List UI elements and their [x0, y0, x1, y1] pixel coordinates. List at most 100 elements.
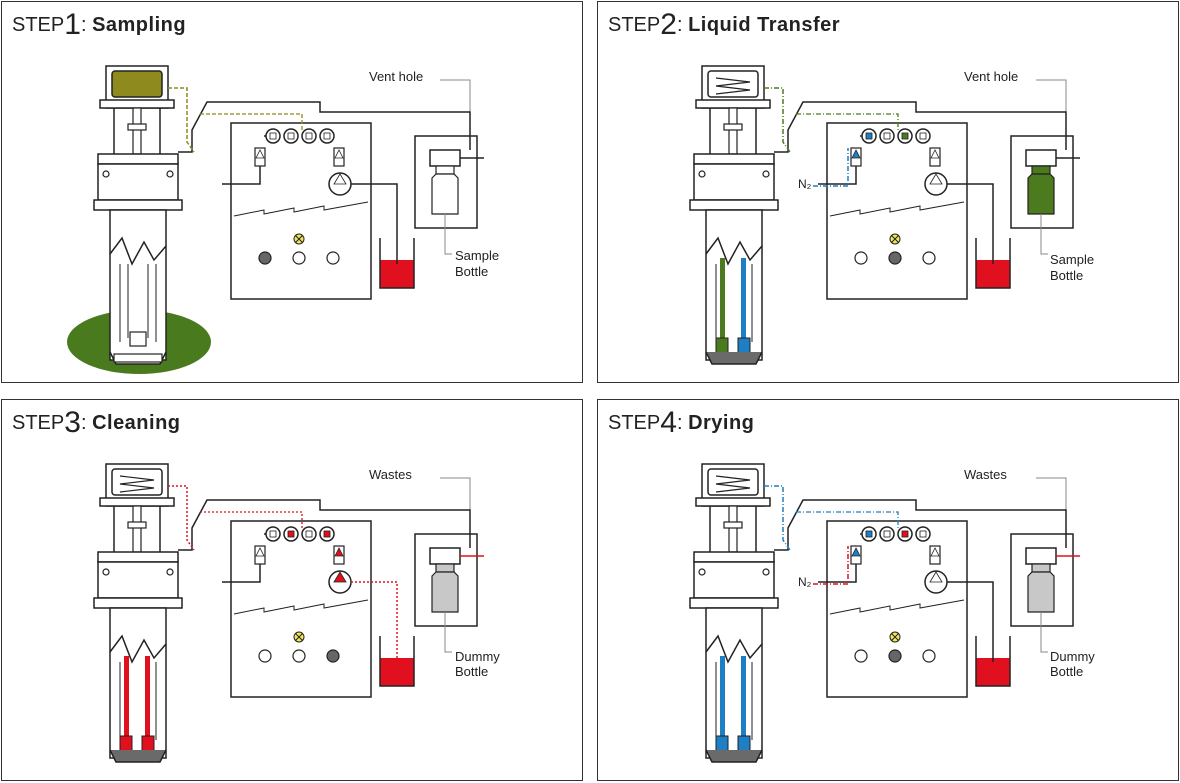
box-split-line — [829, 599, 965, 615]
control-box — [230, 122, 372, 300]
step-number: 3 — [64, 406, 81, 439]
vent-hole-label: Vent hole — [964, 69, 1018, 84]
bottle-cap — [429, 149, 461, 167]
tube-tip — [705, 351, 763, 365]
indicator-led — [922, 251, 936, 265]
cylinder-flange — [99, 497, 175, 507]
body-bottom-plate — [93, 199, 183, 211]
waste-beaker — [947, 183, 1011, 289]
valve-mark — [323, 132, 331, 140]
control-box — [826, 520, 968, 698]
drain-pipe — [947, 183, 994, 264]
valve-mark — [865, 132, 873, 140]
body-top-plate — [693, 551, 775, 563]
step-separator: : — [676, 14, 683, 36]
piston-nut — [723, 521, 743, 529]
step-2-diagram: Vent hole Sample Bottle N₂ — [689, 65, 1094, 365]
pump-triangle — [333, 571, 347, 583]
beaker-outline — [379, 238, 415, 289]
piston-nut — [127, 521, 147, 529]
step-3-title: STEP3: Cleaning — [12, 406, 181, 440]
step-2-panel: STEP2: Liquid Transfer Vent hole Sample … — [597, 1, 1179, 383]
wastes-label: Wastes — [369, 467, 412, 482]
valve-mark — [883, 132, 891, 140]
indicator-led — [326, 649, 340, 663]
arrow-up-icon — [851, 149, 861, 159]
waste-beaker — [351, 183, 415, 289]
waste-liquid — [380, 260, 414, 288]
body-top-plate — [97, 551, 179, 563]
bolt-icon — [698, 170, 706, 178]
pipe-colored-b — [813, 546, 849, 585]
wastes-label: Wastes — [964, 467, 1007, 482]
pipe-colored-c — [796, 113, 899, 130]
lamp-cross — [295, 633, 303, 641]
body-bottom-plate — [93, 597, 183, 609]
spring-coil — [715, 77, 751, 95]
cylinder-flange — [99, 99, 175, 109]
arrow-up-icon — [334, 149, 344, 159]
body-block — [693, 163, 775, 201]
indicator-led — [258, 649, 272, 663]
sample-cup-a — [715, 337, 729, 355]
cylinder-chamber — [111, 70, 163, 98]
step-4-panel: STEP4: Drying Wastes Dummy Bottle N₂ — [597, 399, 1179, 781]
step-3-diagram: Wastes Dummy Bottle — [93, 463, 500, 763]
valve-mark — [901, 132, 909, 140]
pump-triangle — [929, 173, 943, 185]
waste-beaker — [947, 581, 1011, 687]
pipe-lines — [764, 87, 1067, 187]
n2-label: N₂ — [798, 575, 812, 589]
piston-nut — [127, 123, 147, 131]
waste-liquid — [976, 260, 1010, 288]
piston-rod — [132, 107, 142, 155]
sampling-tube — [109, 607, 167, 759]
valve-mark — [883, 530, 891, 538]
bottle-label-line1: Sample — [455, 248, 499, 263]
valve-mark — [269, 530, 277, 538]
valve-mark — [305, 530, 313, 538]
pipe-colored-c — [200, 113, 303, 130]
waste-beaker — [351, 581, 415, 687]
pump-triangle — [333, 173, 347, 185]
bottle-neck — [1031, 563, 1051, 573]
step-4-title: STEP4: Drying — [608, 406, 754, 440]
sampling-tube — [705, 209, 763, 361]
indicator-led — [888, 649, 902, 663]
indicator-led — [326, 251, 340, 265]
inner-line-b — [741, 258, 746, 344]
step-2-title: STEP2: Liquid Transfer — [608, 8, 840, 42]
pipe-colored-a — [764, 87, 791, 153]
box-split-line — [233, 201, 369, 217]
cylinder-flange — [695, 497, 771, 507]
break-line — [705, 236, 763, 266]
valve-mark — [919, 132, 927, 140]
bottle-box — [1010, 79, 1080, 255]
bolt-icon — [762, 568, 770, 576]
bottle-cap — [1025, 547, 1057, 565]
drain-pipe — [351, 183, 398, 264]
indicator-led — [922, 649, 936, 663]
step-number: 1 — [64, 8, 81, 41]
body-top-plate — [693, 153, 775, 165]
bottle-box — [414, 79, 484, 255]
piston-rod — [728, 505, 738, 553]
step-number: 4 — [660, 406, 677, 439]
tube-tip — [705, 749, 763, 763]
label-leader-bottom — [444, 214, 452, 255]
step-3-panel: STEP3: Cleaning Wastes Dummy Bottle — [1, 399, 583, 781]
body-top-plate — [97, 153, 179, 165]
bottle-neck — [435, 563, 455, 573]
waste-liquid — [976, 658, 1010, 686]
valve-mark — [269, 132, 277, 140]
bolt-icon — [166, 170, 174, 178]
pipe-lines — [168, 87, 471, 185]
break-line — [705, 634, 763, 664]
indicator-led — [292, 649, 306, 663]
pipe-lines — [764, 485, 1067, 585]
bottle-label-line2: Bottle — [1050, 664, 1083, 679]
body-block — [97, 561, 179, 599]
piston-rod — [728, 107, 738, 155]
step-separator: : — [80, 412, 87, 434]
indicator-led — [854, 251, 868, 265]
